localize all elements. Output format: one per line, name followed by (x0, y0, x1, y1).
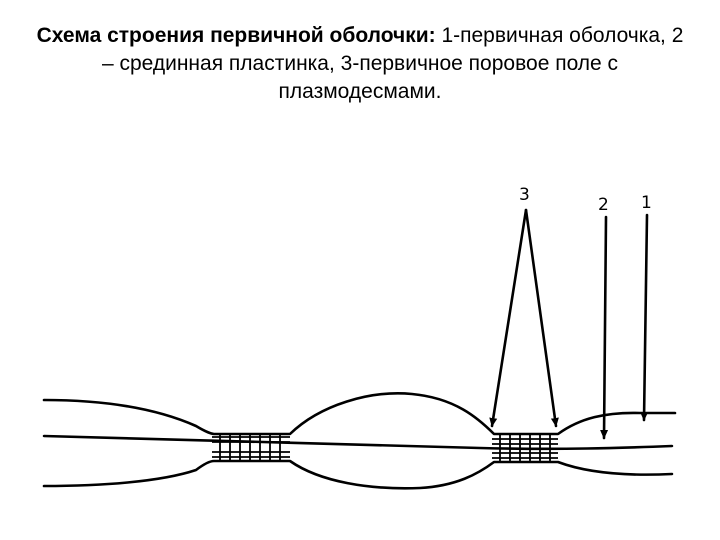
lower-wall-line (42, 459, 674, 490)
caption-title: Схема строения первичной оболочки: (36, 24, 436, 47)
arrow-3-right (524, 208, 559, 428)
caption: Схема строения первичной оболочки: 1-пер… (30, 22, 690, 106)
arrow-2 (600, 215, 609, 440)
upper-wall-line (42, 392, 677, 436)
arrow-1 (640, 213, 649, 422)
arrow-3-left (489, 208, 528, 428)
label-primary-wall: 1 (641, 193, 652, 213)
pore-field-left (212, 434, 290, 461)
caption-text: 1-первичная оболочка, 2 – срединная плас… (101, 24, 684, 103)
label-pore-field: 3 (519, 185, 530, 205)
pore-field-right (492, 434, 558, 462)
middle-lamella-line (42, 434, 674, 451)
label-middle-lamella: 2 (598, 195, 609, 215)
